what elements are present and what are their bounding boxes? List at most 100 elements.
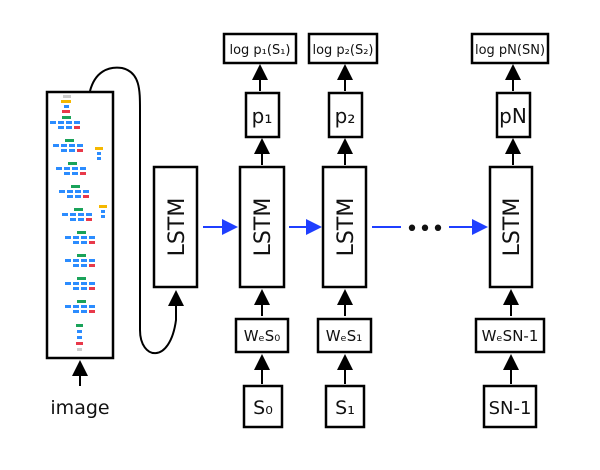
cnn-layer — [77, 144, 83, 147]
cnn-layer — [77, 277, 86, 280]
cnn-layer — [64, 172, 70, 175]
cnn-layer — [81, 241, 87, 244]
cnn-layer — [97, 152, 101, 155]
cnn-layer — [89, 264, 95, 267]
cnn-layer — [86, 218, 92, 221]
cnn-layer — [61, 149, 67, 152]
input-column-0: WₑS₀ S₀ — [234, 289, 290, 429]
cnn-layer — [58, 121, 64, 124]
cnn-layer — [67, 195, 73, 198]
cnn-layer — [77, 254, 86, 257]
cnn-layer — [81, 259, 87, 262]
cnn-layer — [65, 259, 71, 262]
cnn-layer — [70, 218, 76, 221]
ellipsis: ••• — [406, 217, 445, 242]
cnn-layer — [80, 167, 86, 170]
lstm-block-2: LSTM — [321, 165, 368, 289]
lstm-label: LSTM — [251, 198, 276, 257]
cnn-layer — [89, 236, 95, 239]
cnn-layer — [50, 121, 56, 124]
cnn-layer — [69, 144, 75, 147]
cnn-layer — [76, 324, 83, 327]
embedding-label: WₑS₁ — [326, 327, 363, 345]
cnn-layer — [66, 126, 72, 129]
cnn-layer — [75, 195, 81, 198]
cnn-layer — [86, 213, 92, 216]
embedding-label: WₑS₀ — [244, 327, 281, 345]
cnn-layer — [101, 210, 105, 213]
cnn-layer — [89, 287, 95, 290]
cnn-layer — [62, 110, 70, 113]
cnn-layer — [65, 236, 71, 239]
input-column-1: WₑS₁ S₁ — [316, 289, 373, 429]
log-prob-label: log p₂(S₂) — [312, 43, 373, 58]
cnn-layer — [83, 195, 89, 198]
lstm-block-0: LSTM — [152, 165, 199, 289]
cnn-layer — [77, 336, 82, 339]
cnn-layer — [95, 147, 103, 150]
embedding-label: WₑSN-1 — [482, 327, 539, 345]
cnn-layer — [61, 144, 67, 147]
cnn-layer — [74, 121, 80, 124]
word-label: S₁ — [335, 397, 355, 419]
prob-label: pN — [499, 104, 527, 128]
word-label: S₀ — [253, 397, 273, 419]
cnn-layer — [81, 310, 87, 313]
cnn-layer — [99, 205, 107, 208]
cnn-layer — [77, 348, 82, 351]
cnn-layer — [89, 310, 95, 313]
cnn-layer — [65, 282, 71, 285]
cnn-layer — [62, 213, 68, 216]
cnn-layer — [68, 162, 77, 165]
cnn-layer — [76, 342, 83, 345]
cnn-layer — [78, 218, 84, 221]
lstm-block-n: LSTM — [488, 165, 534, 289]
cnn-layer — [74, 126, 80, 129]
cnn-layer — [72, 172, 78, 175]
cnn-layer — [73, 259, 79, 262]
cnn-layer — [83, 190, 89, 193]
cnn-layer — [59, 190, 65, 193]
cnn-layer — [73, 282, 79, 285]
word-label: SN-1 — [489, 398, 532, 419]
cnn-layer — [89, 282, 95, 285]
cnn-layer — [67, 190, 73, 193]
cnn-layer — [73, 236, 79, 239]
lstm-block-1: LSTM — [238, 165, 286, 289]
lstm-label: LSTM — [500, 198, 525, 257]
cnn-layer — [81, 236, 87, 239]
cnn-layer — [72, 167, 78, 170]
image-label: image — [50, 397, 109, 419]
cnn-box — [45, 90, 115, 360]
cnn-layer — [53, 144, 59, 147]
cnn-layer — [66, 121, 72, 124]
cnn-layer — [73, 310, 79, 313]
cnn-layer — [70, 213, 76, 216]
cnn-layer — [77, 149, 83, 152]
cnn-layer — [64, 167, 70, 170]
cnn-layer — [81, 282, 87, 285]
cnn-layer — [97, 157, 101, 160]
prob-label: p₁ — [252, 104, 273, 128]
cnn-layer — [63, 95, 71, 98]
log-prob-label: log p₁(S₁) — [229, 43, 290, 58]
cnn-layer — [80, 172, 86, 175]
cnn-layers — [50, 95, 107, 351]
cnn-layer — [81, 287, 87, 290]
cnn-image-encoder — [45, 90, 115, 360]
cnn-layer — [73, 287, 79, 290]
cnn-layer — [77, 300, 86, 303]
cnn-layer — [56, 167, 62, 170]
cnn-layer — [69, 149, 75, 152]
cnn-layer — [89, 241, 95, 244]
cnn-layer — [89, 259, 95, 262]
cnn-layer — [73, 241, 79, 244]
cnn-layer — [74, 208, 83, 211]
cnn-layer — [71, 185, 80, 188]
cnn-layer — [101, 215, 105, 218]
output-column-2: log p₂(S₂) p₂ — [307, 32, 379, 165]
cnn-layer — [65, 139, 74, 142]
input-column-n: WₑSN-1 SN-1 — [474, 289, 546, 429]
lstm-label: LSTM — [165, 198, 190, 257]
cnn-layer — [61, 100, 71, 103]
